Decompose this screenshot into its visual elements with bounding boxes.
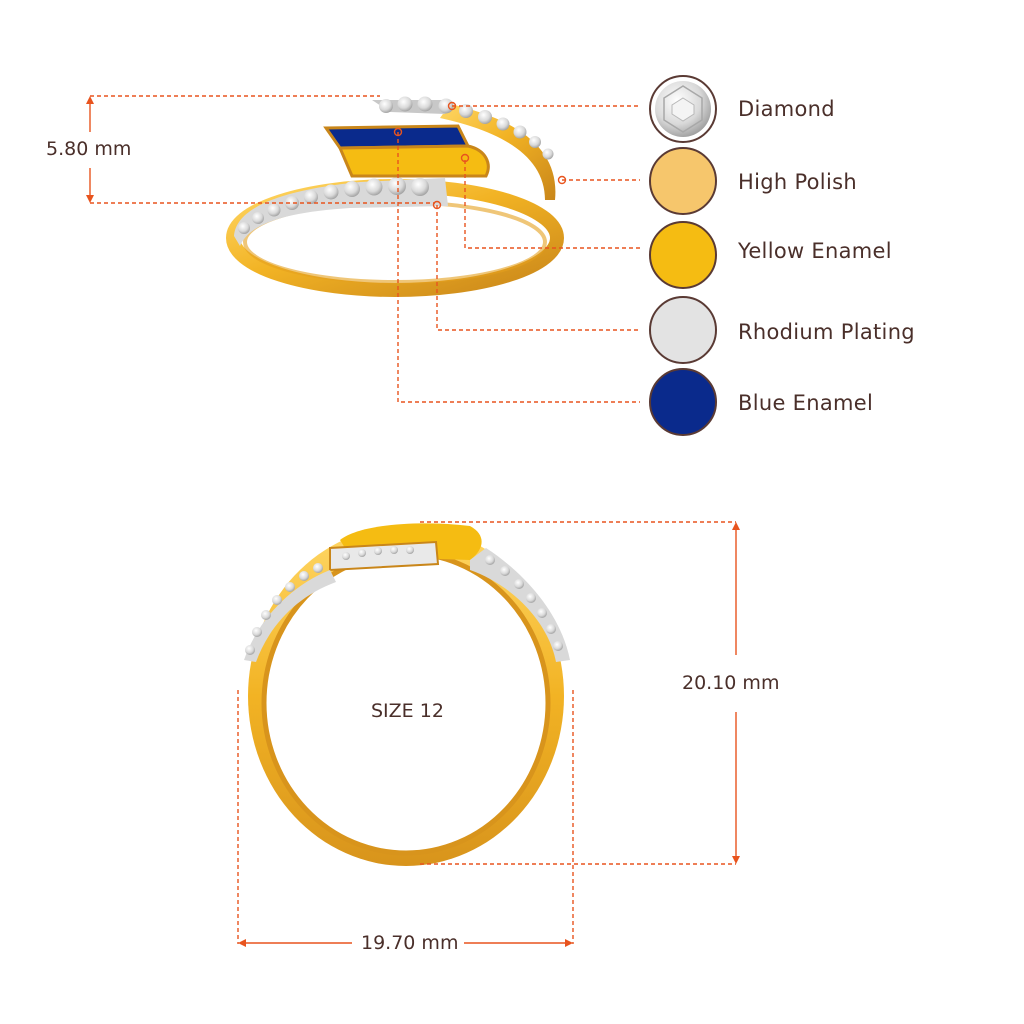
legend-label-high-polish: High Polish xyxy=(738,170,857,194)
front-diamonds xyxy=(245,546,563,655)
swatch-yellow-enamel-icon xyxy=(649,221,717,289)
diamond-row-left xyxy=(238,177,429,234)
swatch-rhodium-plating-icon xyxy=(649,296,717,364)
ring-top-view xyxy=(226,96,564,297)
ring-size-label: SIZE 12 xyxy=(371,700,444,722)
swatch-diamond-icon xyxy=(649,75,717,143)
front-dimension-lines xyxy=(237,521,740,947)
yellow-enamel-bar xyxy=(337,144,490,178)
width-dimension-label: 19.70 mm xyxy=(361,932,459,954)
legend-label-blue-enamel: Blue Enamel xyxy=(738,391,874,415)
legend-label-diamond: Diamond xyxy=(738,97,835,121)
legend-swatches xyxy=(649,75,717,436)
front-right-shoulder xyxy=(470,548,570,662)
legend-label-yellow-enamel: Yellow Enamel xyxy=(738,239,892,263)
swatch-blue-enamel-icon xyxy=(649,368,717,436)
diamond-row-right xyxy=(379,96,554,160)
ring-front-view xyxy=(244,523,570,866)
legend-label-rhodium-plating: Rhodium Plating xyxy=(738,320,915,344)
swatch-high-polish-icon xyxy=(649,147,717,215)
rhodium-left-arm xyxy=(234,178,448,246)
top-dimension-lines xyxy=(86,95,640,403)
ring-inner-hole xyxy=(264,553,548,853)
height-dimension-label: 5.80 mm xyxy=(46,138,132,160)
outer-height-dimension-label: 20.10 mm xyxy=(682,672,780,694)
